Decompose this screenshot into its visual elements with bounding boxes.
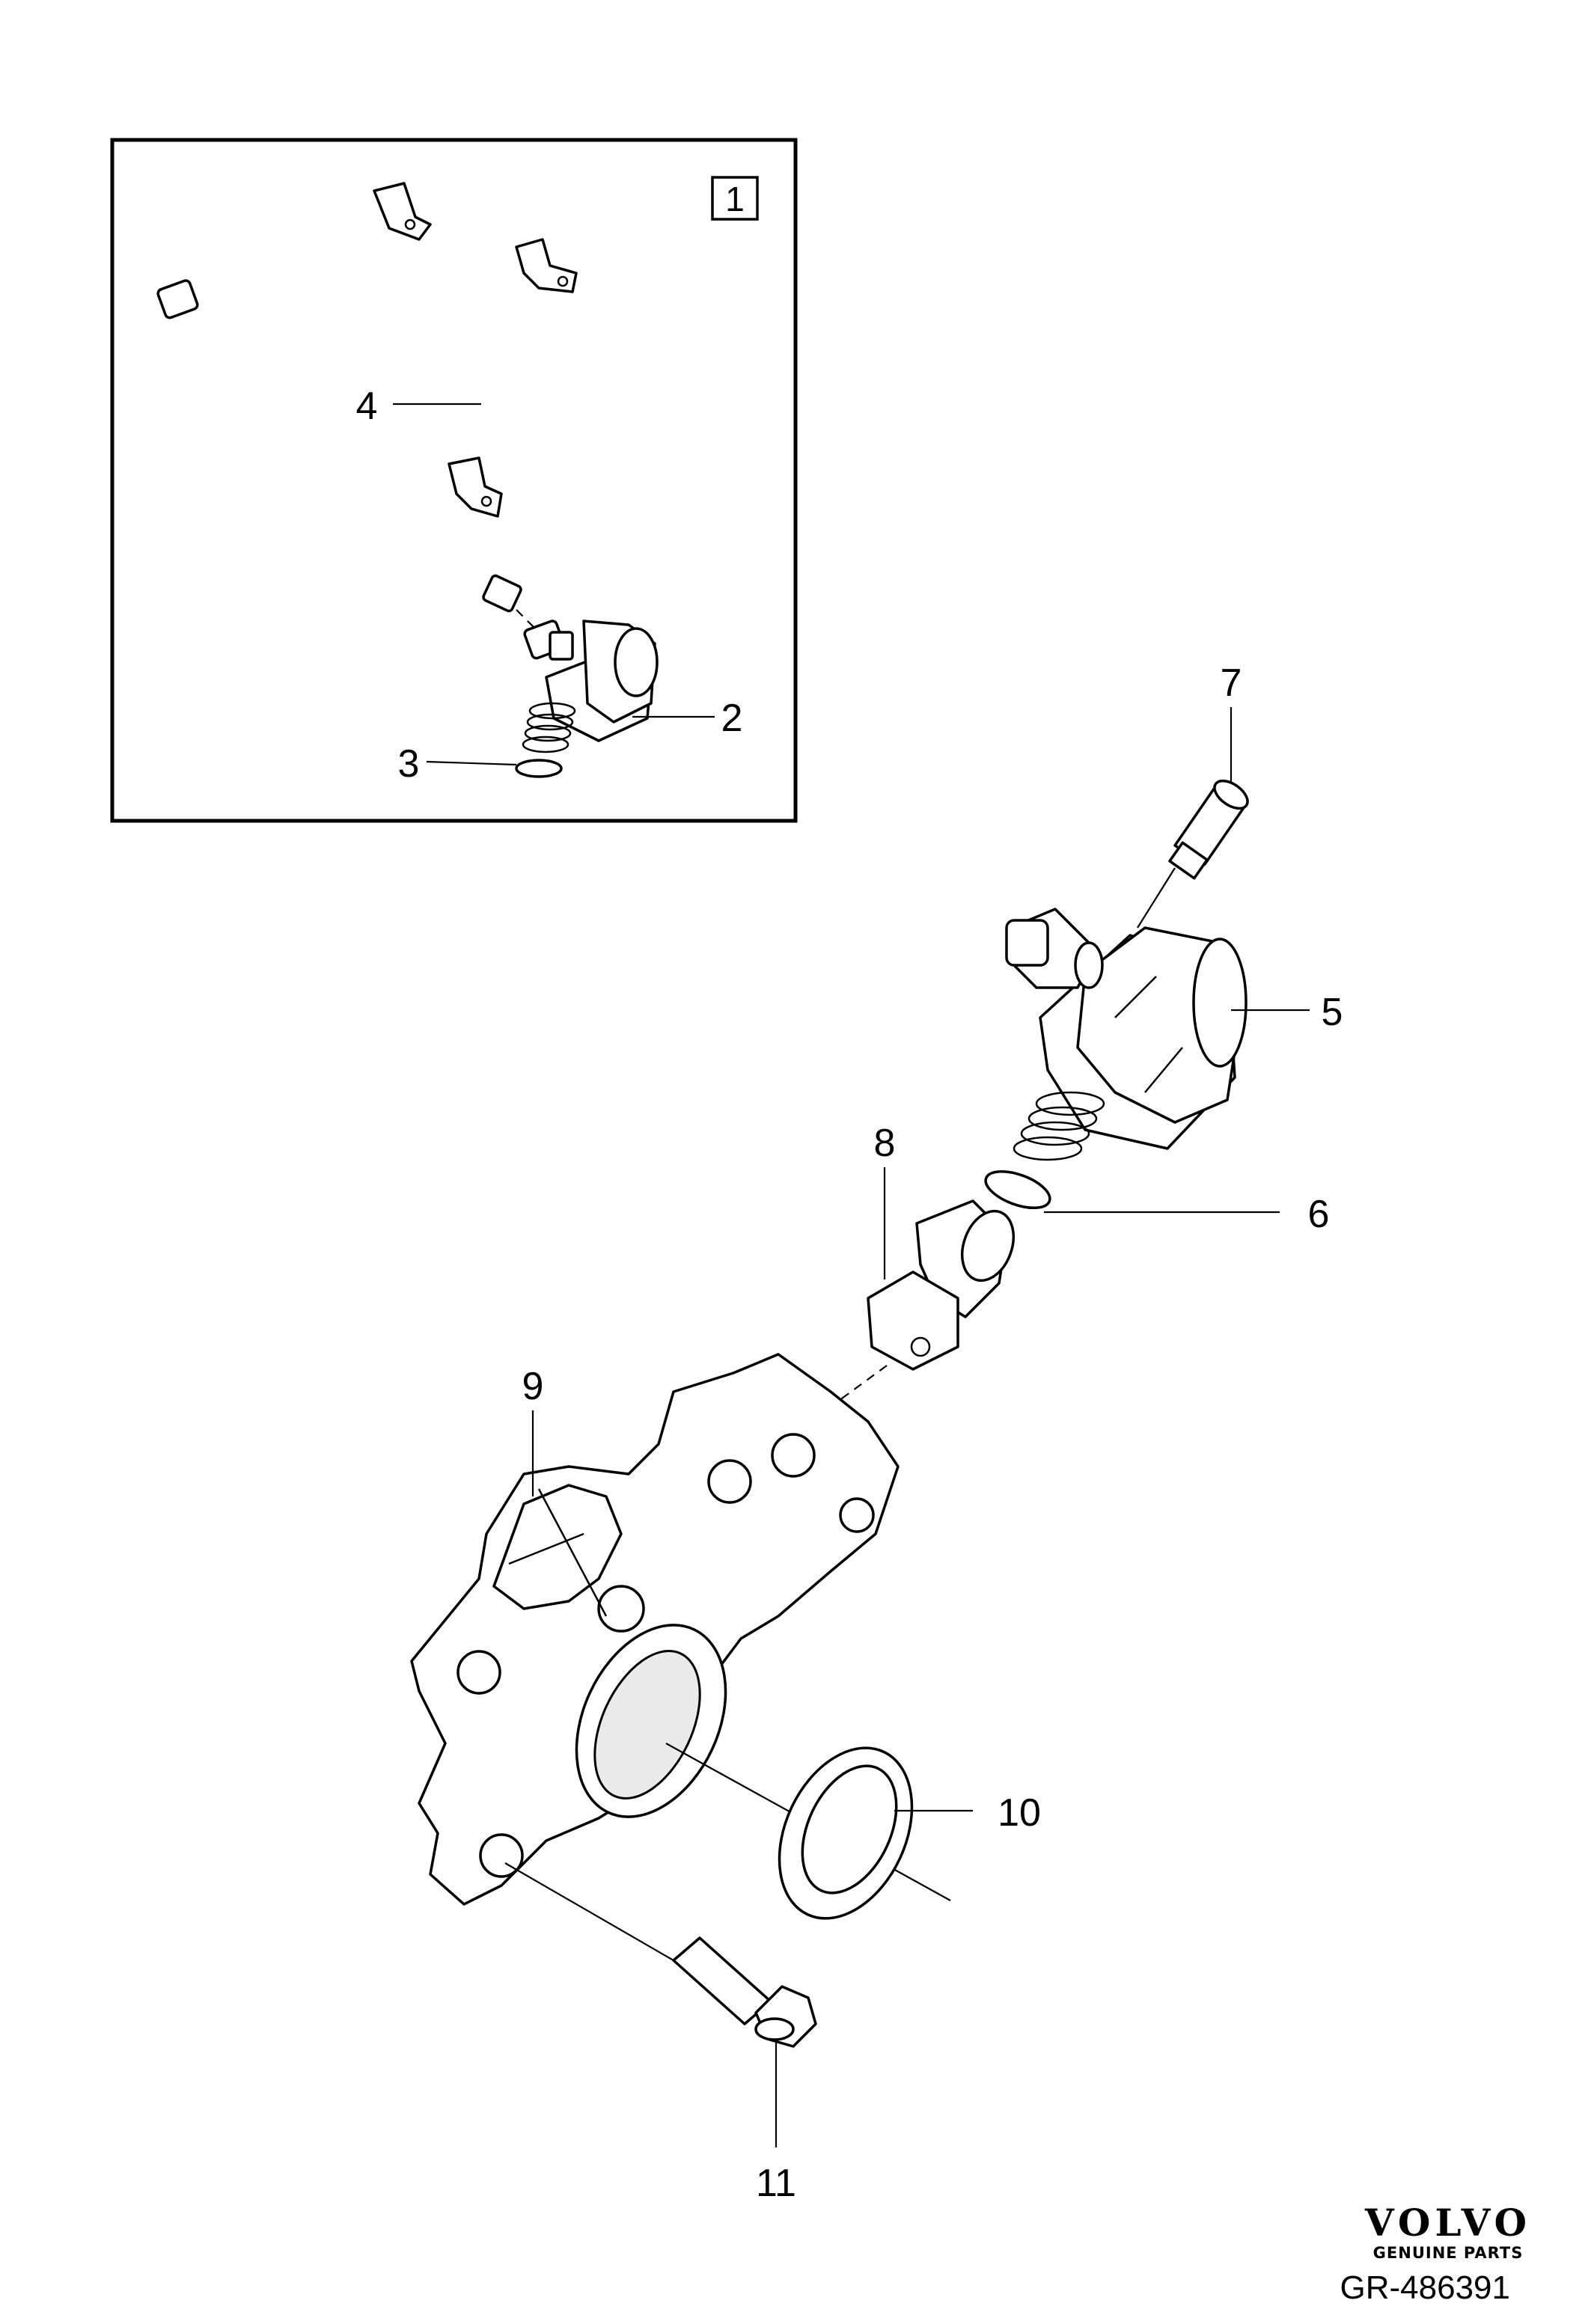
logo-tagline: GENUINE PARTS [1373, 2244, 1524, 2262]
leader-3 [426, 760, 517, 766]
high-pressure-pump-part-5 [1005, 908, 1248, 1161]
callout-6: 6 [1308, 1193, 1330, 1236]
bolt-part-11 [672, 1936, 817, 2048]
figure-reference: GR-486391 [1340, 2269, 1510, 2306]
callout-11: 11 [756, 2162, 796, 2205]
callout-5: 5 [1322, 991, 1343, 1034]
volvo-logo: VOLVO GENUINE PARTS [1364, 2201, 1531, 2262]
tappet-part-8 [867, 1199, 1016, 1371]
callout-7: 7 [1221, 661, 1242, 705]
callout-4: 4 [356, 385, 378, 428]
logo-brand: VOLVO [1364, 2201, 1531, 2245]
kit-box [110, 138, 798, 823]
callout-10: 10 [998, 1791, 1041, 1835]
high-pressure-pump-part-2 [522, 620, 659, 753]
callout-8: 8 [874, 1122, 896, 1165]
o-ring-part-3 [515, 759, 563, 778]
o-ring-part-6 [984, 1169, 1051, 1210]
kit-number: 1 [725, 180, 745, 218]
callout-3: 3 [398, 742, 420, 786]
callout-2: 2 [721, 697, 743, 740]
bolt-part-7 [1168, 779, 1249, 880]
callout-9: 9 [522, 1365, 544, 1408]
shaft-seal-part-10 [778, 1746, 914, 1920]
kit-number-frame [711, 176, 759, 221]
fuel-line-part-4 [156, 180, 578, 617]
